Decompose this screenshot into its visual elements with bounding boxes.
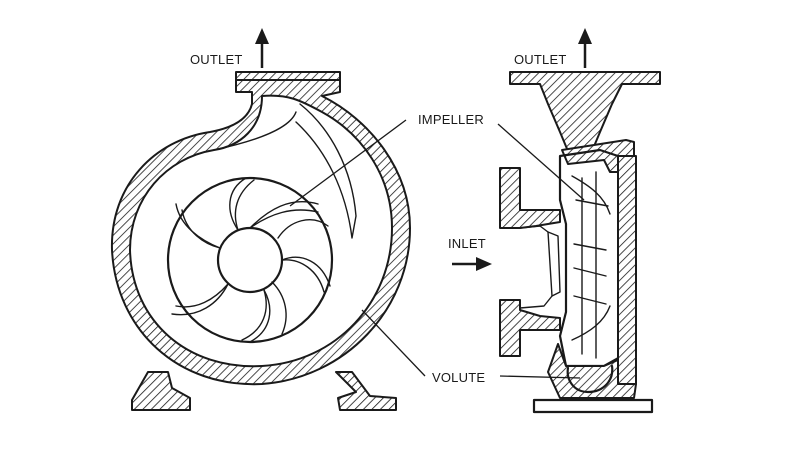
impeller-side-vanes xyxy=(571,171,611,359)
volute-leader-left xyxy=(361,309,426,377)
outlet-label-left: OUTLET xyxy=(190,52,242,67)
inlet-bore-inner xyxy=(547,231,561,297)
volute-leader-right xyxy=(499,375,581,379)
inlet-label: INLET xyxy=(448,236,486,251)
inlet-flange-lower xyxy=(499,299,561,357)
outlet-flange xyxy=(235,71,341,81)
front-view: OUTLET xyxy=(110,28,426,411)
inlet-bore xyxy=(519,225,553,309)
impeller-leader-right xyxy=(497,123,585,201)
outlet-arrow-left xyxy=(255,28,269,68)
lower-volute xyxy=(547,343,637,399)
inlet-arrow xyxy=(452,257,492,271)
impeller-shroud xyxy=(558,148,624,368)
base-plate xyxy=(532,398,654,414)
volute-tongue xyxy=(295,103,357,239)
outlet-arrow-right xyxy=(578,28,592,68)
side-view: OUTLET IMPELLER INLET VOLUTE xyxy=(418,28,661,414)
volute-passage-line xyxy=(213,111,297,151)
volute-casing-wall xyxy=(110,77,411,386)
outlet-throat xyxy=(509,71,661,157)
volute-label: VOLUTE xyxy=(432,370,485,385)
impeller-leader-left xyxy=(289,119,407,207)
impeller-vanes xyxy=(171,177,331,343)
left-foot xyxy=(131,371,191,411)
outlet-label-right: OUTLET xyxy=(514,52,566,67)
casing-back-plate xyxy=(617,155,637,385)
impeller-label: IMPELLER xyxy=(418,112,484,127)
inlet-flange-upper xyxy=(499,167,561,229)
right-foot xyxy=(335,371,397,411)
